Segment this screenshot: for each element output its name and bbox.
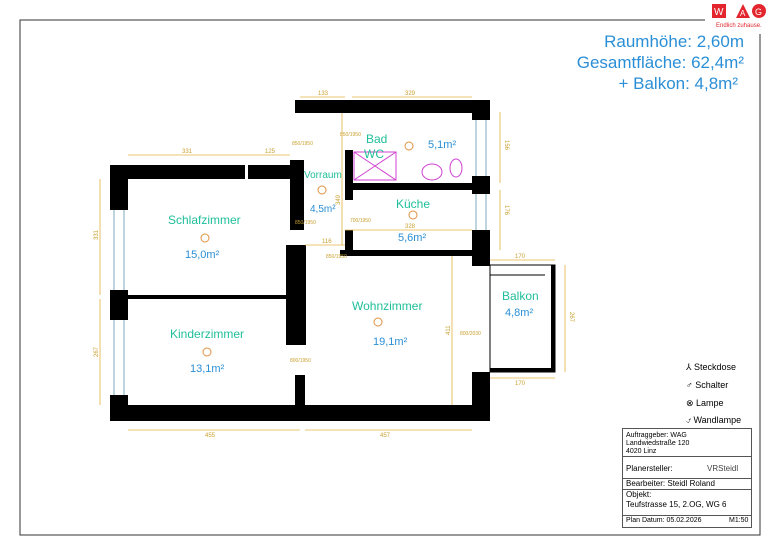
dim-label: 331: [94, 229, 100, 240]
planner-label: Planersteller:: [626, 464, 673, 473]
wall-lamp-icon: ⍻: [686, 415, 694, 425]
plan-date: Plan Datum: 05.02.2026: [626, 517, 702, 524]
room-area: 4,8m²: [505, 307, 533, 319]
room-name: Schlafzimmer: [168, 213, 241, 227]
room-height: Raumhöhe: 2,60m: [604, 32, 744, 51]
room-name: Kinderzimmer: [170, 327, 244, 341]
room-area: 13,1m²: [190, 363, 225, 375]
dim-label: 267: [94, 346, 100, 357]
dim-label: 411: [446, 325, 452, 335]
door-label: 850/1950: [292, 141, 313, 147]
logo-letter: G: [755, 7, 762, 17]
dim-label: 331: [182, 149, 193, 155]
dim-label: 156: [503, 140, 509, 151]
divider: [623, 456, 751, 457]
dim-label: 349: [336, 194, 342, 205]
lamp-icon: ⊗: [686, 398, 697, 408]
dim-label: 170: [515, 254, 526, 260]
lamp-icons: [200, 141, 418, 357]
legend-label: Schalter: [695, 380, 729, 390]
switch-icon: ♂: [686, 380, 696, 390]
room-name: Wohnzimmer: [352, 299, 422, 313]
divider: [623, 478, 751, 479]
toilet-icon: [449, 158, 463, 178]
socket-icon: ⅄: [686, 362, 694, 372]
title-block: Auftraggeber: WAG Landwiedstraße 120 402…: [622, 428, 752, 528]
legend-switch: ♂ Schalter: [686, 380, 728, 390]
vrsteidl-logo: VRSteidl: [707, 464, 739, 473]
object: Teufstrasse 15, 2.OG, WG 6: [626, 500, 727, 509]
divider: [623, 515, 751, 516]
door-label: 800/1950: [290, 358, 311, 364]
logo-tagline: Endlich zuhause.: [716, 23, 762, 29]
room-name: WC: [364, 147, 384, 161]
scale: M1:50: [729, 517, 749, 524]
dim-label: 455: [205, 433, 216, 439]
windows: [113, 120, 487, 395]
room-area: 19,1m²: [373, 336, 408, 348]
room-area: 15,0m²: [185, 249, 220, 261]
dim-label: 125: [265, 149, 276, 155]
legend-label: Steckdose: [694, 362, 737, 372]
shower-icon: [353, 151, 397, 181]
bath-fixtures: [353, 151, 463, 181]
divider: [623, 489, 751, 490]
room-name: Küche: [396, 197, 430, 211]
logo-letter: W: [714, 7, 724, 18]
door-label: 850/1950: [340, 132, 361, 138]
legend-wall-lamp: ⍻ Wandlampe: [686, 415, 741, 426]
dimension-lines: [99, 96, 566, 431]
room-area: 4,5m²: [310, 204, 336, 215]
dim-label: 328: [405, 224, 416, 230]
balcony-area: + Balkon: 4,8m²: [618, 74, 738, 93]
city: 4020 Linz: [626, 448, 657, 455]
balcony-outline: [489, 264, 556, 373]
room-area: 5,1m²: [428, 139, 456, 151]
client: Auftraggeber: WAG: [626, 432, 687, 439]
dim-label: 176: [503, 205, 509, 216]
editor: Bearbeiter: Steidl Roland: [626, 479, 715, 488]
dimension-labels: 133 329 331 125 331 267 349 116 328 156 …: [94, 91, 574, 439]
object-label: Objekt:: [626, 490, 652, 499]
door-label: 700/1950: [350, 218, 371, 224]
room-name: Balkon: [502, 289, 539, 303]
walls: [110, 100, 490, 421]
dim-label: 170: [515, 381, 526, 387]
dim-label: 133: [318, 91, 329, 97]
room-name: Vorraum: [304, 170, 342, 181]
logo-letter: A: [740, 9, 746, 18]
door-label: 850/1950: [326, 254, 347, 260]
dim-label: 457: [380, 433, 391, 439]
street: Landwiedstraße 120: [626, 440, 690, 447]
dim-label: 329: [405, 91, 416, 97]
room-area: 5,6m²: [398, 232, 426, 244]
dim-label: 267: [568, 312, 574, 323]
room-labels: Schlafzimmer 15,0m² Kinderzimmer 13,1m² …: [168, 132, 539, 375]
room-name: Bad: [366, 132, 387, 146]
legend-lamp: ⊗ Lampe: [686, 398, 724, 409]
door-label: 800/2030: [460, 331, 481, 337]
dim-label: 116: [322, 239, 332, 245]
sink-icon: [421, 163, 443, 181]
legend-label: Wandlampe: [693, 415, 742, 425]
door-labels: 850/1950 850/1950 700/1950 850/1950 800/…: [290, 132, 481, 364]
legend-socket: ⅄ Steckdose: [686, 362, 736, 373]
total-area: Gesamtfläche: 62,4m²: [576, 53, 744, 72]
legend-label: Lampe: [696, 398, 724, 408]
door-label: 850/1950: [295, 220, 316, 226]
wag-logo: W A G Endlich zuhause.: [712, 4, 766, 29]
page-frame: [19, 19, 761, 536]
